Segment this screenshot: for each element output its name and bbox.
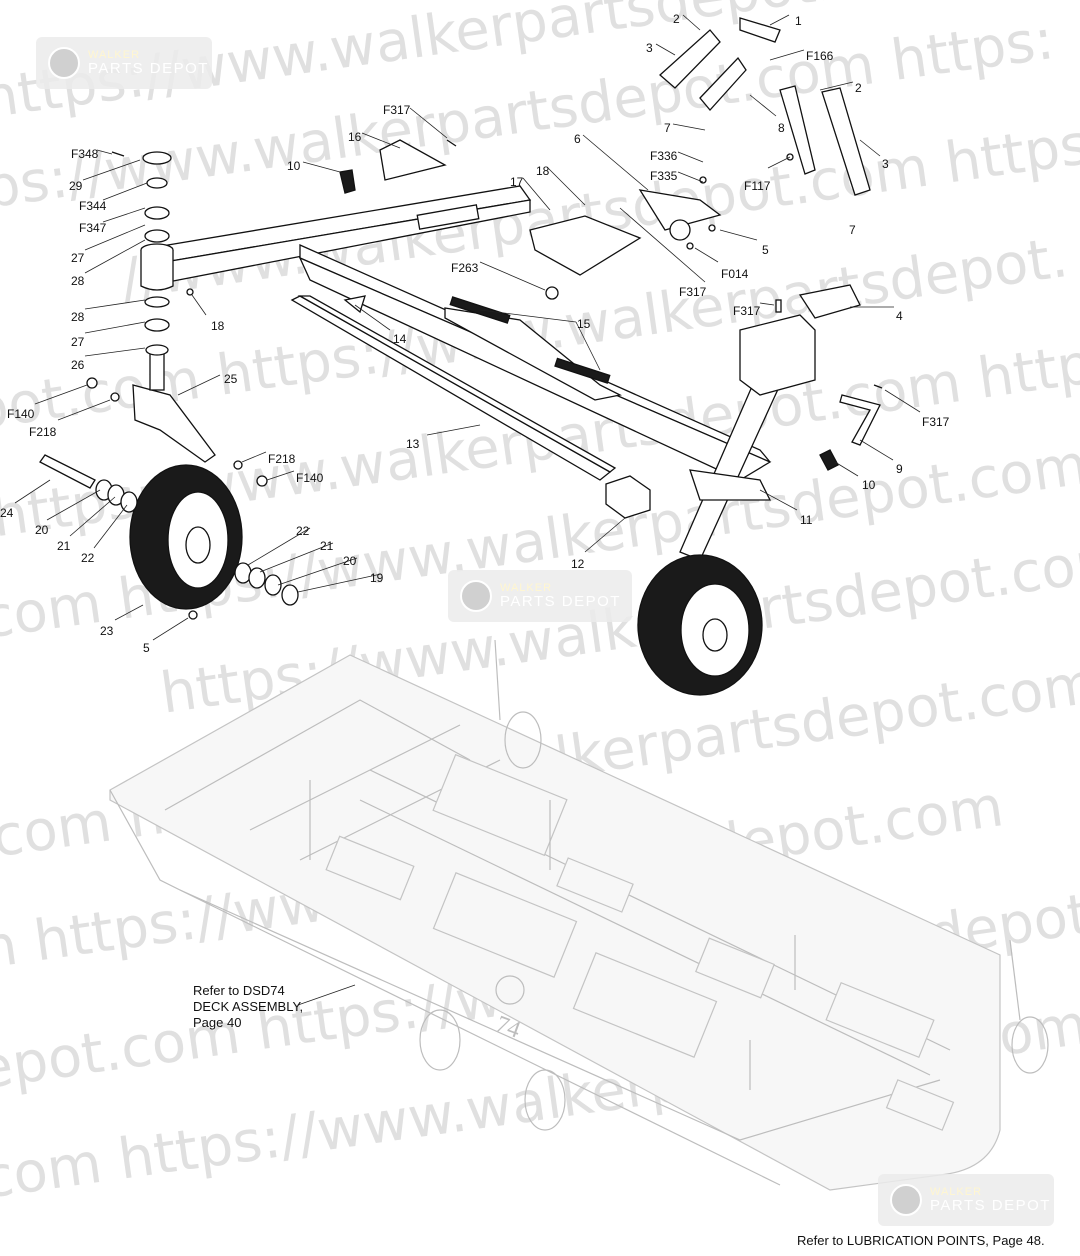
callout-label: 25 bbox=[224, 372, 238, 386]
callout-label: 21 bbox=[320, 539, 334, 553]
callout-label: 10 bbox=[862, 478, 876, 492]
callout-label: 7 bbox=[664, 121, 671, 135]
walker-logo-icon bbox=[48, 47, 80, 79]
callout-label: F117 bbox=[744, 179, 771, 193]
callout-label: 7 bbox=[849, 223, 856, 237]
callout-label: F344 bbox=[79, 199, 107, 213]
callout-label: F317 bbox=[733, 304, 761, 318]
leader-lines bbox=[14, 14, 921, 1006]
callout-label: F263 bbox=[451, 261, 479, 275]
callout-label: 2 bbox=[673, 12, 680, 26]
lubrication-reference: Refer to LUBRICATION POINTS, Page 48. bbox=[797, 1233, 1045, 1249]
callout-label: F014 bbox=[721, 267, 749, 281]
callout-label: F335 bbox=[650, 169, 678, 183]
logo-line1: WALKER bbox=[930, 1186, 983, 1198]
callout-label: 24 bbox=[0, 506, 14, 520]
deck-ref-line-1: Refer to DSD74 bbox=[193, 983, 285, 998]
callout-label: 26 bbox=[71, 358, 85, 372]
watermark-logo-middle: WALKER PARTS DEPOT bbox=[448, 570, 632, 622]
callout-label: 9 bbox=[896, 462, 903, 476]
logo-line2: PARTS DEPOT bbox=[88, 60, 209, 77]
callout-label: F218 bbox=[29, 425, 57, 439]
callout-label: 5 bbox=[762, 243, 769, 257]
watermark-logo-bottom: WALKER PARTS DEPOT bbox=[878, 1174, 1054, 1226]
callout-label: F218 bbox=[268, 452, 296, 466]
callout-label: 5 bbox=[143, 641, 150, 655]
callout-label: F317 bbox=[922, 415, 950, 429]
callout-label: 1 bbox=[795, 14, 802, 28]
callout-label: F317 bbox=[383, 103, 411, 117]
callout-label: F317 bbox=[679, 285, 707, 299]
callout-label: 29 bbox=[69, 179, 83, 193]
callout-label: F140 bbox=[7, 407, 35, 421]
callout-label: F347 bbox=[79, 221, 107, 235]
logo-line2: PARTS DEPOT bbox=[930, 1197, 1051, 1214]
callout-label: 17 bbox=[510, 175, 524, 189]
callout-label: 18 bbox=[211, 319, 225, 333]
callout-label: 27 bbox=[71, 251, 85, 265]
callout-label: 8 bbox=[778, 121, 785, 135]
watermark-logo-top: WALKER PARTS DEPOT bbox=[36, 37, 212, 89]
logo-line1: WALKER bbox=[500, 582, 553, 594]
callout-label: 13 bbox=[406, 437, 420, 451]
callout-label: 23 bbox=[100, 624, 114, 638]
callout-label: 20 bbox=[343, 554, 357, 568]
callout-label: 19 bbox=[370, 571, 384, 585]
walker-logo-icon bbox=[890, 1184, 922, 1216]
callout-label: 28 bbox=[71, 310, 85, 324]
callout-label: 4 bbox=[896, 309, 903, 323]
logo-line1: WALKER bbox=[88, 49, 141, 61]
lubrication-ref-text: Refer to LUBRICATION POINTS, Page 48. bbox=[797, 1233, 1045, 1248]
callout-label: 12 bbox=[571, 557, 585, 571]
callout-label: 22 bbox=[81, 551, 95, 565]
logo-line2: PARTS DEPOT bbox=[500, 593, 621, 610]
callout-label: 10 bbox=[287, 159, 301, 173]
push-frame-assembly bbox=[39, 17, 883, 696]
callout-label: 14 bbox=[393, 332, 407, 346]
callout-label: 27 bbox=[71, 335, 85, 349]
callout-label: 2 bbox=[855, 81, 862, 95]
callout-label: 20 bbox=[35, 523, 49, 537]
callout-label: 28 bbox=[71, 274, 85, 288]
callout-label: 6 bbox=[574, 132, 581, 146]
callout-label: F348 bbox=[71, 147, 99, 161]
callout-label: F166 bbox=[806, 49, 834, 63]
deck-ref-line-3: Page 40 bbox=[193, 1015, 242, 1030]
walker-logo-icon bbox=[460, 580, 492, 612]
callout-label: 21 bbox=[57, 539, 71, 553]
callout-label: 11 bbox=[800, 513, 813, 527]
callout-label: F140 bbox=[296, 471, 324, 485]
callout-label: 22 bbox=[296, 524, 310, 538]
callout-label: 3 bbox=[882, 157, 889, 171]
callout-label: 15 bbox=[577, 317, 591, 331]
callout-label: 18 bbox=[536, 164, 550, 178]
deck-assembly-reference: Refer to DSD74 DECK ASSEMBLY, Page 40 bbox=[193, 983, 303, 1031]
callout-label: F336 bbox=[650, 149, 678, 163]
callout-label: 3 bbox=[646, 41, 653, 55]
callout-label: 16 bbox=[348, 130, 362, 144]
deck-assembly-ghost bbox=[109, 639, 1049, 1191]
deck-ref-line-2: DECK ASSEMBLY, bbox=[193, 999, 304, 1014]
